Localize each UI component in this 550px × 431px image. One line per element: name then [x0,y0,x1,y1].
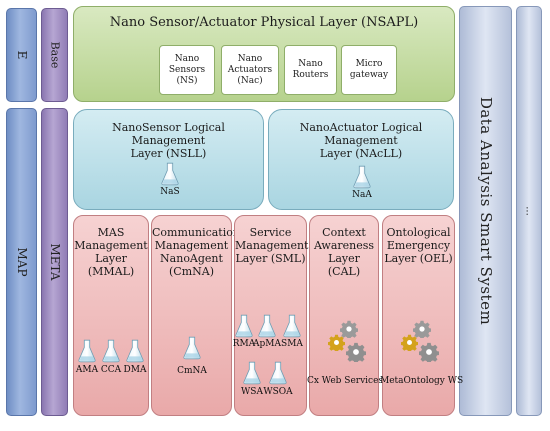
naa-label: NaA [352,190,372,200]
cmna-layer: Communication Management NanoAgent (CmNA… [151,215,240,416]
flask-icon [102,339,120,363]
ama-label: AMA [75,365,99,375]
naa-agent: NaA [349,165,375,200]
nacll-layer: NanoActuator Logical Management Layer (N… [268,109,454,210]
column-base-label: Base [48,41,61,69]
flask-icon [258,314,276,338]
rma-agent: RMA [231,314,257,349]
ama-agent: AMA [74,339,100,375]
column-meta-label: META [47,243,62,281]
flask-icon [183,336,201,360]
cal-label: Cx Web Services [306,376,384,386]
column-base: Base [41,8,68,102]
mmal-layer: MAS Management Layer (MMAL) AMA CCA DMA [73,215,149,416]
flask-icon [269,361,287,385]
dma-agent: DMA [122,339,148,375]
sma-agent: SMA [279,314,305,349]
cmna-title: Communication Management NanoAgent (CmNA… [152,226,240,278]
oel-label: MetaOntology WS [380,376,464,386]
wsoa-label: WSOA [263,387,293,397]
flask-icon [353,165,371,189]
cal-layer: Context Awareness Layer (CAL) Cx Web Ser… [307,215,383,416]
apma-label: ApMA [253,339,281,349]
nsapl-title: Nano Sensor/Actuator Physical Layer (NSA… [109,15,419,30]
column-e-label: E [14,50,29,60]
wsa-label: WSA [241,387,263,397]
dma-label: DMA [123,365,147,375]
nsll-layer: NanoSensor Logical Management Layer (NSL… [73,109,264,210]
flask-icon [126,339,144,363]
mmal-title: MAS Management Layer (MMAL) [74,226,148,278]
nas-agent: NaS [157,162,183,197]
cmna-agent: CmNA [177,336,207,376]
apma-agent: ApMA [253,314,281,349]
gears-icon [401,320,439,362]
sml-title: Service Management Layer (SML) [235,226,309,265]
nas-label: NaS [160,187,180,197]
cmna-agent-label: CmNA [177,366,207,376]
nano-sensors-box: Nano Sensors (NS) [159,45,215,95]
wsa-agent: WSA [239,361,265,397]
cal-title: Context Awareness Layer (CAL) [313,226,375,278]
flask-icon [78,339,96,363]
nacll-title: NanoActuator Logical Management Layer (N… [299,121,423,160]
sml-layer: Service Management Layer (SML) RMA ApMA … [231,215,309,416]
oel-layer: Ontological Emergency Layer (OEL) MetaOn… [380,215,463,416]
ellipsis-label: ... [523,206,535,216]
flask-icon [283,314,301,338]
micro-gateway-box: Micro gateway [341,45,397,95]
flask-icon [161,162,179,186]
column-data-analysis: Data Analysis Smart System [459,6,512,416]
column-map: MAP [6,108,37,416]
cca-label: CCA [100,365,122,375]
nsll-title: NanoSensor Logical Management Layer (NSL… [112,121,225,160]
oel-title: Ontological Emergency Layer (OEL) [384,226,453,265]
flask-icon [235,314,253,338]
gears-icon [328,320,366,362]
rma-label: RMA [232,339,256,349]
nsapl-layer: Nano Sensor/Actuator Physical Layer (NSA… [73,6,455,102]
column-e: E [6,8,37,102]
wsoa-agent: WSOA [263,361,293,397]
sma-label: SMA [281,339,303,349]
column-meta: META [41,108,68,416]
nano-routers-box: Nano Routers [284,45,337,95]
data-analysis-label: Data Analysis Smart System [476,96,495,326]
flask-icon [243,361,261,385]
nano-actuators-box: Nano Actuators (Nac) [221,45,279,95]
column-map-label: MAP [14,247,29,277]
cca-agent: CCA [98,339,124,375]
column-ellipsis: ... [516,6,542,416]
